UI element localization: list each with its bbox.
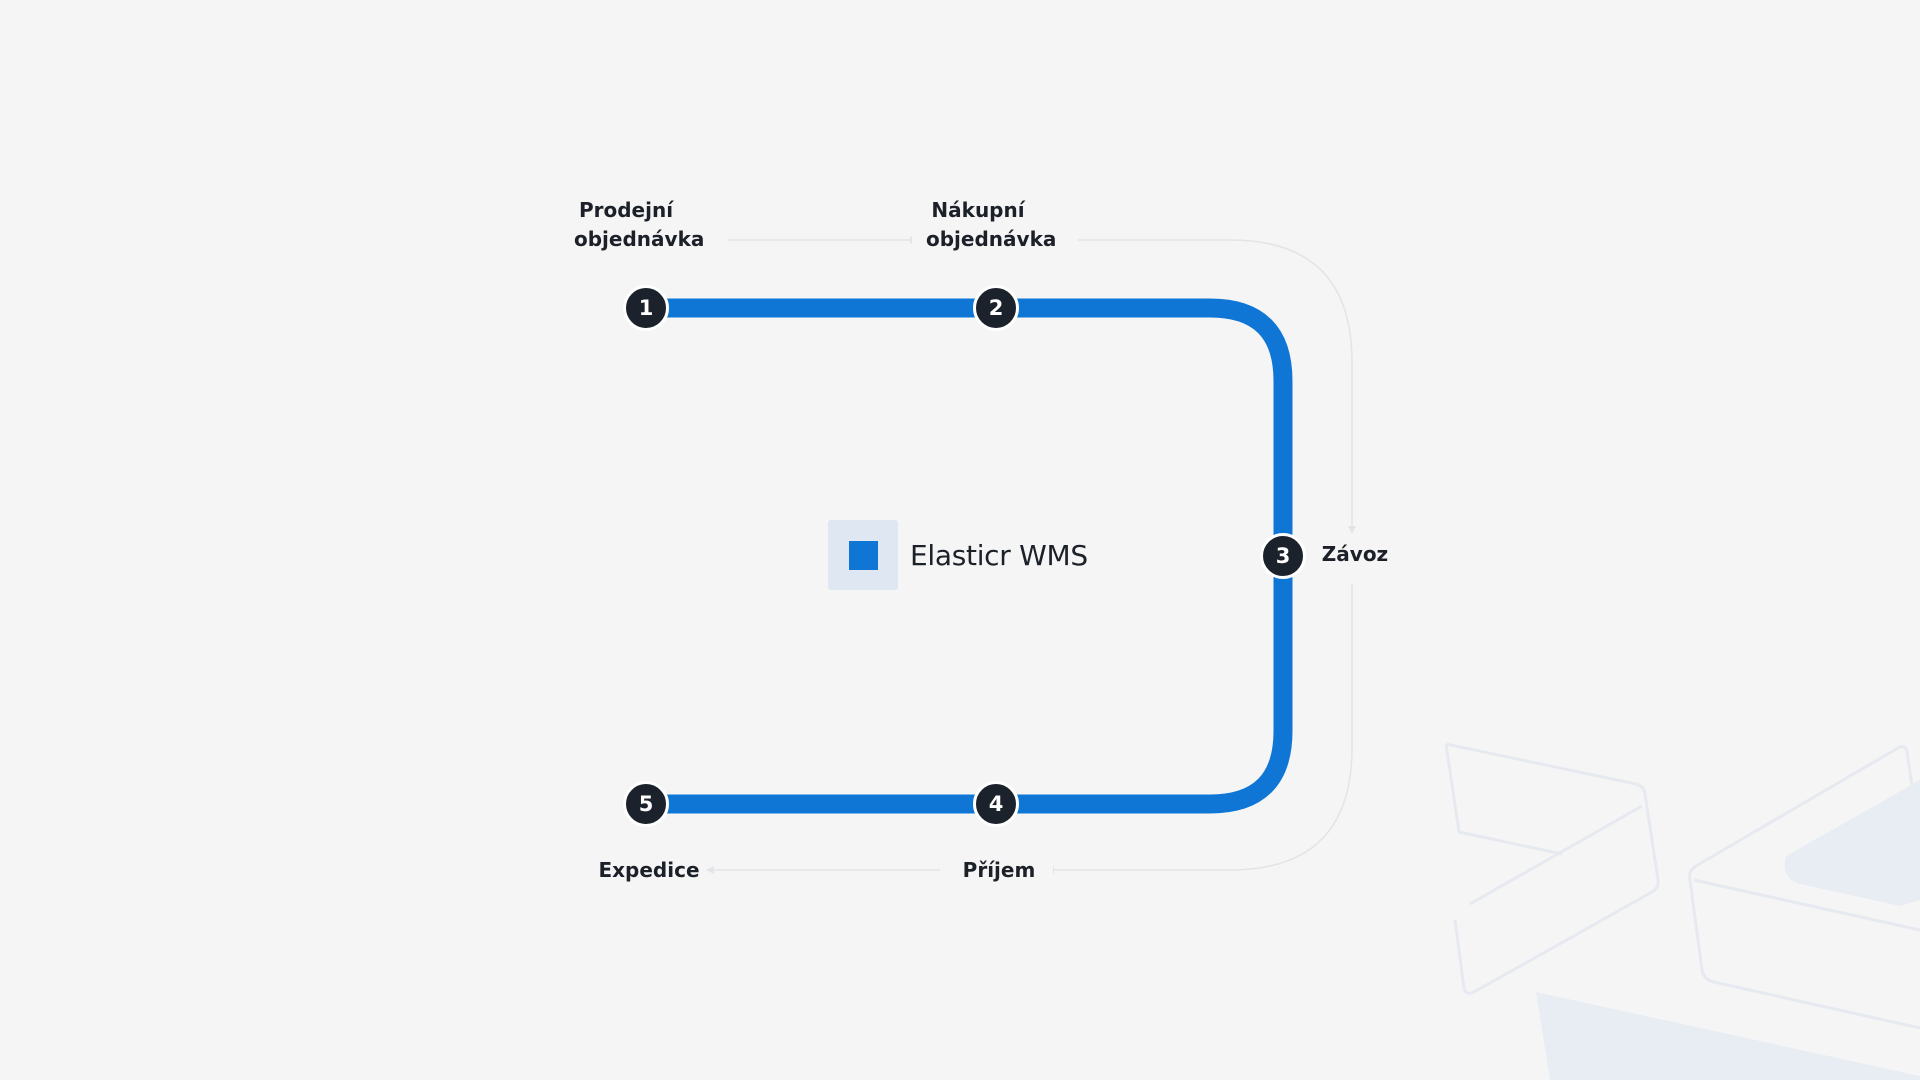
step-3-node: 3: [1260, 533, 1306, 579]
step-2-label-line-1: Nákupní: [931, 198, 1025, 222]
decor-outline-5: [1688, 864, 1920, 1030]
step-4-label-line-1: Příjem: [962, 858, 1036, 882]
step-5-node: 5: [623, 781, 669, 827]
step-3-label: Závoz: [1310, 536, 1400, 573]
step-1-label-line-2: objednávka: [574, 227, 705, 251]
step-2-node: 2: [973, 285, 1019, 331]
connector-2-3: [1078, 239, 1353, 528]
step-2-label: Nákupní objednávka: [912, 192, 1057, 258]
logo-mark-icon: [828, 520, 898, 590]
arrowhead-2-3: [1348, 526, 1356, 534]
step-2-label-line-2: objednávka: [926, 227, 1057, 251]
decor-outline-2: [1444, 743, 1563, 856]
decor-fill-2: [1536, 992, 1920, 1080]
step-1-label-line-1: Prodejní: [578, 198, 674, 222]
decor-fill-1: [1784, 780, 1920, 906]
step-5-label: Expedice: [592, 852, 706, 889]
decor-outline-4: [1695, 745, 1916, 868]
decor-outline-1: [1445, 742, 1660, 995]
arrowhead-4-5: [706, 866, 714, 874]
app-logo: Elasticr WMS: [828, 520, 1088, 590]
connector-3-4: [1052, 584, 1353, 871]
app-name: Elasticr WMS: [910, 538, 1088, 572]
logo-square-icon: [848, 540, 878, 570]
step-5-label-line-1: Expedice: [598, 858, 700, 882]
decor-outline-3: [1469, 804, 1643, 906]
decor-outline-6: [1693, 878, 1920, 932]
step-3-label-line-1: Závoz: [1321, 542, 1389, 566]
step-4-label: Příjem: [945, 852, 1053, 889]
step-4-node: 4: [973, 781, 1019, 827]
step-1-node: 1: [623, 285, 669, 331]
step-1-label: Prodejní objednávka: [560, 192, 705, 258]
